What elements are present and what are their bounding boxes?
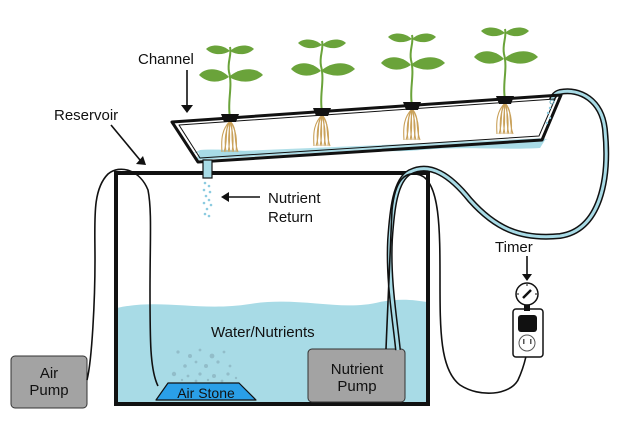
- plant-roots: [403, 108, 421, 141]
- plant-leaf: [505, 27, 529, 37]
- plant-leaf: [381, 57, 411, 70]
- pump-power-cord: [385, 173, 531, 395]
- return-pipe: [202, 159, 213, 179]
- plant-leaf: [504, 51, 538, 64]
- plant-roots: [496, 102, 514, 135]
- plant-leaf: [412, 33, 436, 43]
- plant-stem: [409, 34, 414, 106]
- nutrient-pump-label-line2: Pump: [337, 378, 376, 395]
- plant: [291, 39, 355, 147]
- timer-outlet: [512, 282, 544, 358]
- plant-stem: [502, 28, 507, 100]
- nutrient-return-arrow: [221, 192, 260, 202]
- plant-roots: [313, 114, 331, 147]
- air-stone-label: Air Stone: [177, 385, 235, 401]
- plant: [474, 27, 538, 135]
- plant-leaf: [291, 63, 321, 76]
- reservoir-arrow: [110, 124, 146, 165]
- air-bubbles: [171, 348, 238, 383]
- return-drips: [202, 181, 213, 218]
- air-stone: [155, 382, 257, 401]
- plant: [381, 33, 445, 141]
- plant-leaf: [206, 45, 230, 55]
- nutrient-return-label-line2: Return: [268, 209, 313, 226]
- inlet-drips: [545, 99, 555, 125]
- plant-roots: [221, 120, 239, 153]
- water-nutrients-label: Water/Nutrients: [211, 324, 315, 341]
- plant-stem: [227, 46, 232, 118]
- net-pot: [313, 108, 331, 116]
- plant-leaf: [474, 51, 504, 64]
- plant-leaf: [230, 45, 254, 55]
- channel-label: Channel: [138, 51, 194, 68]
- reservoir-tank: [114, 171, 430, 406]
- plant-leaf: [298, 39, 322, 49]
- plants: [199, 27, 538, 153]
- air-pump-label-line2: Pump: [29, 382, 68, 399]
- timer-label: Timer: [495, 239, 533, 256]
- plant-leaf: [411, 57, 445, 70]
- reservoir-label: Reservoir: [54, 107, 118, 124]
- nutrient-pump-label-line1: Nutrient: [331, 361, 384, 378]
- net-pot: [221, 114, 239, 122]
- plant: [199, 45, 263, 153]
- nutrient-pump: [307, 348, 406, 403]
- net-pot: [403, 102, 421, 110]
- plant-leaf: [388, 33, 412, 43]
- channel-arrow: [181, 70, 193, 113]
- timer-plug: [518, 315, 537, 332]
- plant-leaf: [322, 39, 346, 49]
- nutrient-return-label-line1: Nutrient: [268, 190, 321, 207]
- plant-stem: [319, 40, 324, 112]
- plant-leaf: [199, 69, 229, 82]
- plant-leaf: [321, 63, 355, 76]
- plant-leaf: [481, 27, 505, 37]
- air-pump-label-line1: Air: [40, 365, 58, 382]
- timer-arrow: [522, 256, 532, 281]
- plant-leaf: [229, 69, 263, 82]
- net-pot: [496, 96, 514, 104]
- channel: [170, 93, 563, 164]
- arrows: [110, 70, 532, 281]
- air-pump: [10, 355, 88, 409]
- air-tube: [86, 168, 159, 387]
